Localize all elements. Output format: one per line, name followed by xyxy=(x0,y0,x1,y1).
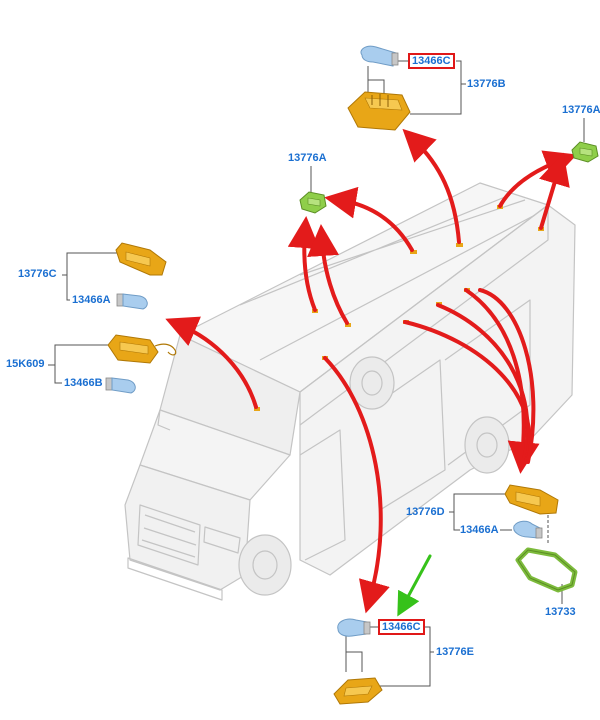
lamp-13776e xyxy=(333,677,383,705)
arrow-to-13776d-4 xyxy=(478,288,536,464)
arrow-to-13776d-3 xyxy=(403,320,532,464)
label-13776a-right: 13776A xyxy=(562,104,600,116)
arrow-to-13776a-mid-3 xyxy=(307,224,349,325)
red-callout-arrows xyxy=(165,128,578,614)
lamp-13776a-mid xyxy=(299,191,327,214)
label-13776e: 13776E xyxy=(436,646,474,658)
label-13776a-mid: 13776A xyxy=(288,152,327,164)
label-13466a-left: 13466A xyxy=(72,294,111,306)
lamp-15k609 xyxy=(107,334,177,364)
label-13733: 13733 xyxy=(545,606,576,618)
arrow-to-13776e xyxy=(323,356,390,614)
lamp-13776a-right xyxy=(571,141,599,163)
arrow-to-13776a-mid xyxy=(324,186,414,252)
arrow-to-13776b xyxy=(402,128,461,244)
bulb-13466a-right xyxy=(513,520,543,539)
bulb-13466c-bottom xyxy=(337,618,371,637)
label-13776c: 13776C xyxy=(18,268,57,280)
arrow-to-13776d-1 xyxy=(464,288,540,474)
arrow-to-15k609 xyxy=(165,316,258,409)
lamp-13776d xyxy=(504,484,559,515)
bezel-13733 xyxy=(515,547,578,593)
green-arrow xyxy=(397,554,432,617)
van-outline xyxy=(124,182,576,601)
lamp-13776c xyxy=(115,242,167,276)
label-13466a-right: 13466A xyxy=(460,524,499,536)
arrow-to-13776a-mid-2 xyxy=(287,216,320,312)
label-13466c-bottom: 13466C xyxy=(378,619,425,635)
arrow-to-13776a-right-2 xyxy=(539,152,570,230)
lamp-13776b xyxy=(347,91,411,131)
label-13466b: 13466B xyxy=(64,377,103,389)
label-13776b: 13776B xyxy=(467,78,506,90)
bulb-13466b-left xyxy=(105,377,136,394)
bulb-13466c-top xyxy=(360,45,399,67)
bulb-13466a-left xyxy=(116,293,148,310)
label-15k609: 15K609 xyxy=(6,358,45,370)
label-13466c-top: 13466C xyxy=(408,53,455,69)
label-13776d: 13776D xyxy=(406,506,445,518)
